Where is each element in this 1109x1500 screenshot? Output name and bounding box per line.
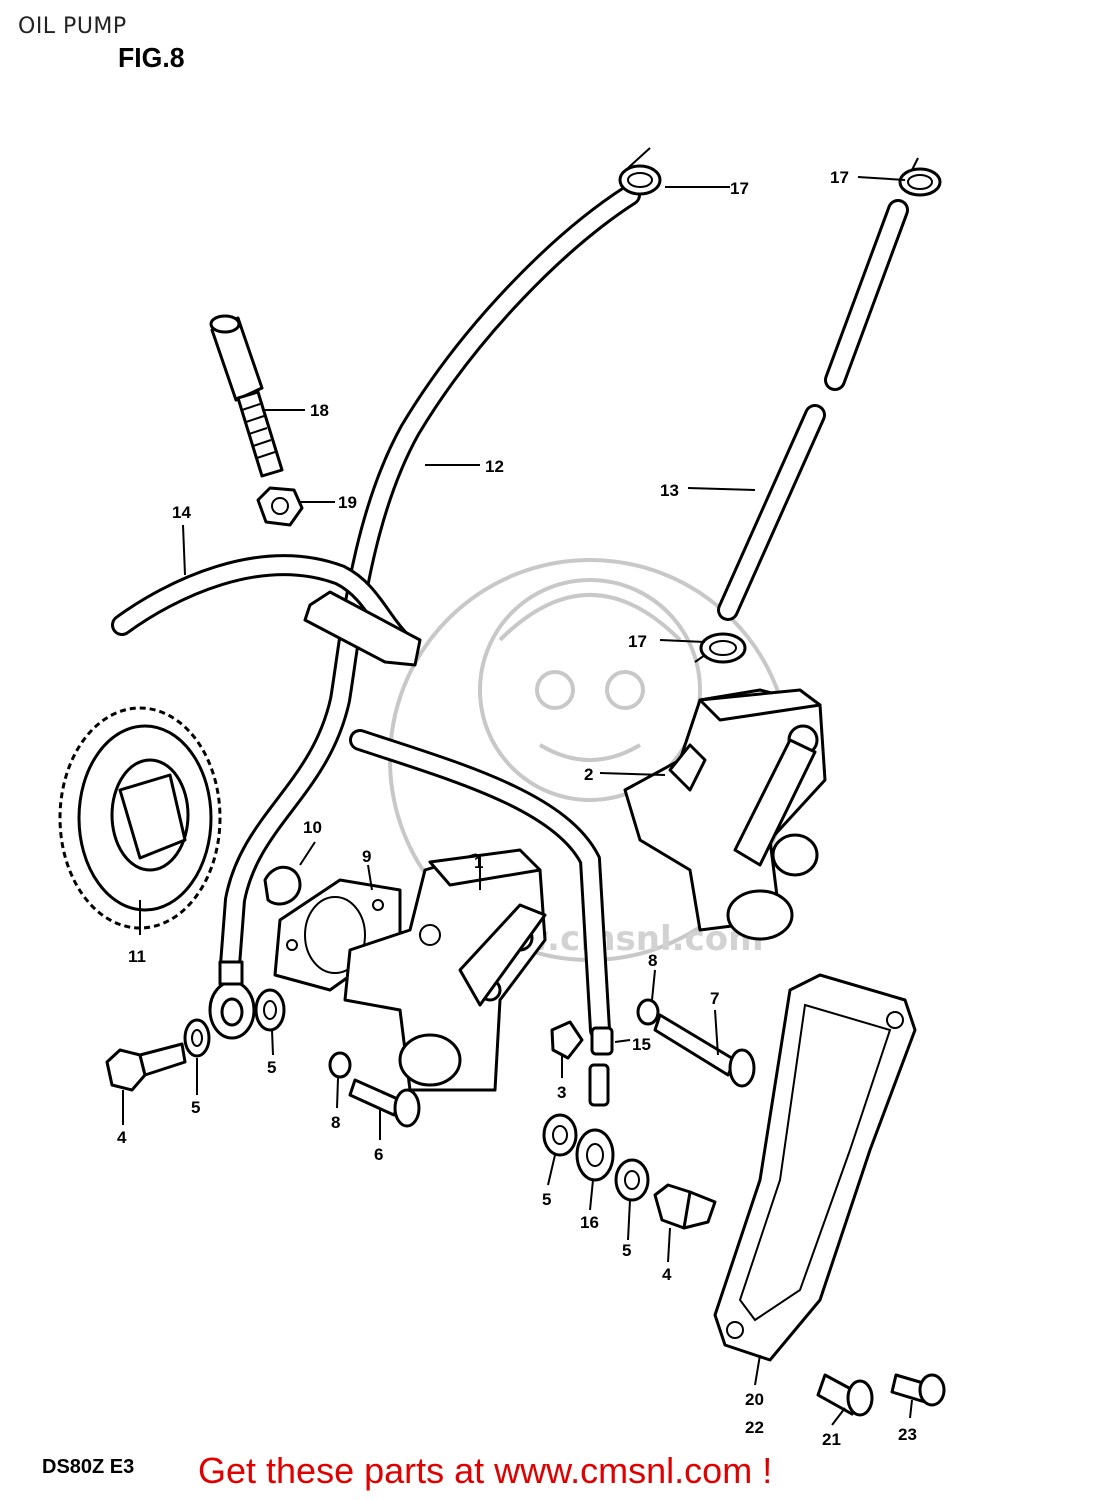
part-19-nut[interactable] — [256, 486, 304, 527]
callout-18: 18 — [310, 401, 329, 420]
part-13-hose[interactable] — [717, 199, 909, 621]
callout-20: 20 — [745, 1390, 764, 1409]
callout-8: 8 — [331, 1113, 340, 1132]
part-17-clamp-lower[interactable] — [694, 632, 747, 664]
part-9-gasket[interactable] — [273, 878, 402, 992]
part-5-washer-d[interactable] — [614, 1158, 650, 1202]
part-5-washer-b[interactable] — [254, 988, 286, 1032]
callout-15: 15 — [632, 1035, 651, 1054]
part-18-adjuster-bolt[interactable] — [209, 314, 284, 478]
callout-17: 17 — [830, 168, 849, 187]
part-5-washer-c[interactable] — [542, 1113, 578, 1157]
hose-clamp-bracket[interactable] — [303, 590, 422, 667]
part-14-hose[interactable] — [111, 554, 411, 651]
part-11-drive-gear[interactable] — [58, 706, 222, 930]
part-4-bolt-left[interactable] — [105, 1042, 187, 1092]
part-8-washer-a[interactable] — [328, 1051, 352, 1079]
callout-1: 1 — [474, 853, 483, 872]
part-6-screw[interactable] — [348, 1078, 421, 1128]
callout-labels: 17 17 17 18 19 12 13 14 2 1 10 9 11 8 7 … — [117, 168, 917, 1449]
part-3-plug[interactable] — [550, 1020, 584, 1060]
callout-8: 8 — [648, 951, 657, 970]
callout-19: 19 — [338, 493, 357, 512]
callout-21: 21 — [822, 1430, 841, 1449]
part-2-oil-pump[interactable] — [623, 688, 827, 941]
part-23-screw[interactable] — [890, 1373, 946, 1407]
page-title: OIL PUMP — [18, 14, 127, 39]
callout-4: 4 — [117, 1128, 127, 1147]
callout-10: 10 — [303, 818, 322, 837]
part-8-washer-b[interactable] — [636, 998, 660, 1026]
feed-hose-pump[interactable] — [349, 729, 611, 1041]
part-17-clamp-top[interactable] — [618, 147, 662, 196]
callout-3: 3 — [557, 1083, 566, 1102]
part-16-banjo-bolt[interactable] — [575, 1063, 615, 1182]
cmsnl-parts-link[interactable]: Get these parts at www.cmsnl.com ! — [198, 1450, 773, 1491]
callout-7: 7 — [710, 989, 719, 1008]
part-7-screw[interactable] — [653, 1013, 756, 1088]
callout-9: 9 — [362, 847, 371, 866]
callout-17: 17 — [730, 179, 749, 198]
part-4-bolt-right[interactable] — [653, 1183, 717, 1230]
leader-lines — [122, 176, 913, 1426]
figure-label: FIG.8 — [118, 42, 185, 73]
banjo-fitting[interactable] — [208, 960, 256, 1040]
part-20-cover-gasket[interactable] — [713, 973, 917, 1362]
callout-5: 5 — [542, 1190, 551, 1209]
part-21-screw[interactable] — [816, 1373, 874, 1417]
part-12-hose[interactable] — [219, 184, 641, 976]
part-10-fitting[interactable] — [263, 865, 302, 906]
callout-5: 5 — [267, 1058, 276, 1077]
callout-11: 11 — [128, 947, 146, 966]
callout-14: 14 — [172, 503, 191, 522]
callout-13: 13 — [660, 481, 679, 500]
part-15-nipple[interactable] — [590, 1026, 614, 1056]
part-1-oil-pump[interactable] — [343, 848, 547, 1092]
callout-6: 6 — [374, 1145, 383, 1164]
callout-16: 16 — [580, 1213, 599, 1232]
part-17-clamp-right[interactable] — [898, 157, 942, 197]
callout-5: 5 — [191, 1098, 200, 1117]
callout-22: 22 — [745, 1418, 764, 1437]
part-5-washer-a[interactable] — [183, 1018, 211, 1058]
callout-5: 5 — [622, 1241, 631, 1260]
callout-4: 4 — [662, 1265, 672, 1284]
callout-23: 23 — [898, 1425, 917, 1444]
callout-2: 2 — [584, 765, 593, 784]
callout-17: 17 — [628, 632, 647, 651]
callout-12: 12 — [485, 457, 504, 476]
model-code: DS80Z E3 — [42, 1456, 135, 1478]
